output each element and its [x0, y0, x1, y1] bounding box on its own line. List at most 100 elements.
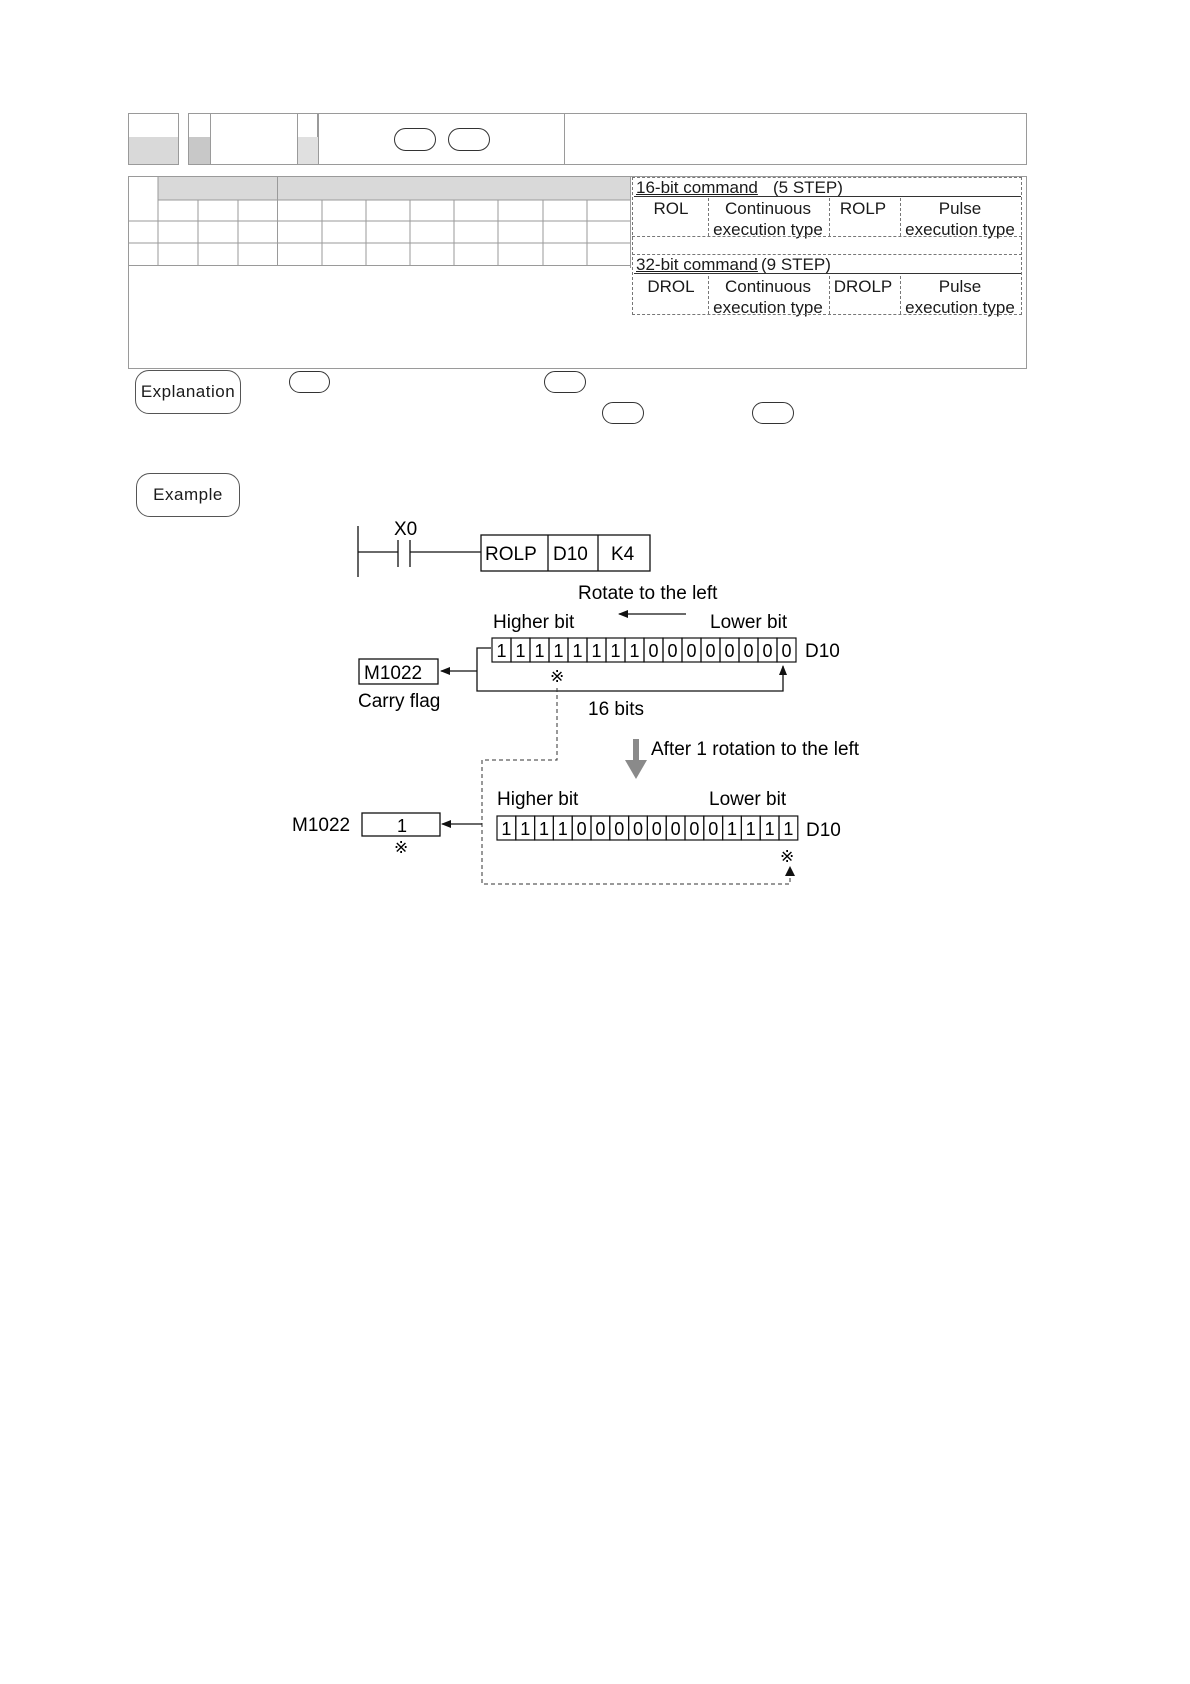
bit16-bottom [632, 236, 1022, 237]
before-flow-lines [440, 647, 787, 692]
operand-grid [128, 176, 631, 268]
after-down-arrow [625, 739, 647, 779]
before-bit-value: 1 [534, 641, 544, 661]
before-higher-bit: Higher bit [493, 612, 575, 633]
header-cell-api [128, 113, 179, 165]
bit16-cont-mnemonic: ROL [653, 199, 689, 218]
after-higher-bit: Higher bit [497, 789, 579, 810]
rotate-label: Rotate to the left [578, 583, 718, 604]
header-cell-p-shade [298, 137, 318, 164]
bit16-title: 16-bit command [636, 178, 758, 197]
step-table-left [632, 177, 633, 315]
carry-box-before [358, 658, 439, 685]
before-bit-value: 0 [686, 641, 696, 661]
bit32-cont-mnemonic: DROL [647, 277, 695, 296]
before-bit-value: 1 [572, 641, 582, 661]
bit32-sep-3 [900, 276, 901, 314]
after-bit-value: 0 [689, 819, 699, 839]
carry-register-before: M1022 [364, 663, 422, 684]
bit32-top [632, 254, 1022, 255]
ladder-contact-label: X0 [394, 519, 417, 540]
before-bit-value: 0 [667, 641, 677, 661]
bit32-sep-1 [708, 276, 709, 314]
ladder-rung [357, 526, 651, 577]
explanation-pill-2 [544, 371, 586, 393]
after-bit-value: 0 [708, 819, 718, 839]
operand-pill-d [394, 128, 436, 151]
after-bit-value: 1 [765, 819, 775, 839]
explanation-tag: Explanation [135, 370, 241, 414]
bit32-cont-type: Continuous execution type [713, 277, 823, 317]
after-bit-value: 0 [671, 819, 681, 839]
bit16-sep-1 [708, 198, 709, 236]
carry-box-after [361, 812, 441, 837]
before-register: D10 [805, 641, 840, 662]
bit16-sep-3 [900, 198, 901, 236]
after-bit-value: 1 [501, 819, 511, 839]
carry-register-after: M1022 [292, 815, 350, 836]
bit-count-label: 16 bits [588, 699, 644, 720]
before-mark: ※ [550, 667, 564, 686]
step-table-right [1021, 177, 1022, 315]
step-table-top [632, 177, 1022, 178]
header-divider-1 [210, 113, 211, 165]
explanation-pill-1 [289, 371, 330, 393]
after-lower-bit: Lower bit [709, 789, 787, 810]
before-bit-value: 0 [705, 641, 715, 661]
bit32-pulse-mnemonic: DROLP [833, 277, 893, 296]
carry-mark: ※ [394, 838, 408, 857]
carry-value: 1 [397, 816, 407, 836]
bit16-cont-type: Continuous execution type [713, 199, 823, 239]
after-bit-value: 0 [577, 819, 587, 839]
after-bit-value: 0 [652, 819, 662, 839]
ladder-operand-2: K4 [611, 544, 635, 565]
bit16-pulse-type: Pulse execution type [905, 199, 1015, 239]
ladder-operand-1: D10 [553, 544, 588, 565]
after-bit-value: 0 [595, 819, 605, 839]
after-mark: ※ [780, 847, 794, 866]
bit16-rule [634, 196, 1021, 197]
before-bit-value: 0 [724, 641, 734, 661]
bit32-title: 32-bit command [636, 255, 758, 274]
bit32-steps: (9 STEP) [761, 255, 831, 274]
header-cell-api-shade [129, 137, 178, 164]
bit16-pulse-mnemonic: ROLP [839, 199, 887, 218]
after-bit-value: 0 [633, 819, 643, 839]
bit16-steps: (5 STEP) [773, 178, 843, 197]
after-label: After 1 rotation to the left [651, 739, 860, 760]
before-bit-value: 1 [610, 641, 620, 661]
after-bit-value: 0 [614, 819, 624, 839]
operand-table [128, 176, 1027, 369]
example-tag: Example [136, 473, 240, 517]
header-divider-2 [297, 113, 298, 165]
ladder-instruction: ROLP [485, 544, 537, 565]
before-bit-value: 1 [553, 641, 563, 661]
explanation-pill-3 [602, 402, 644, 424]
before-bit-value: 0 [648, 641, 658, 661]
before-bit-value: 1 [629, 641, 639, 661]
before-bit-value: 1 [496, 641, 506, 661]
after-bit-value: 1 [520, 819, 530, 839]
header-cell-function [564, 113, 1027, 165]
after-bit-cell [778, 815, 799, 841]
header-cell-d-shade [189, 137, 210, 164]
before-lower-bit: Lower bit [710, 612, 788, 633]
dashed-carry-path [481, 688, 791, 885]
before-bit-cell [776, 637, 797, 663]
operand-pill-n [448, 128, 490, 151]
carry-flag-label: Carry flag [358, 691, 440, 712]
before-bit-value: 0 [743, 641, 753, 661]
after-bit-value: 1 [727, 819, 737, 839]
after-bit-value: 1 [746, 819, 756, 839]
bit32-bottom [632, 314, 1022, 315]
explanation-pill-4 [752, 402, 794, 424]
after-bit-value: 1 [783, 819, 793, 839]
dashed-path-arrowhead [785, 866, 795, 876]
after-bit-value: 1 [539, 819, 549, 839]
before-bit-value: 0 [781, 641, 791, 661]
after-bit-value: 1 [558, 819, 568, 839]
before-bit-value: 1 [591, 641, 601, 661]
bit16-sep-2 [829, 198, 830, 236]
